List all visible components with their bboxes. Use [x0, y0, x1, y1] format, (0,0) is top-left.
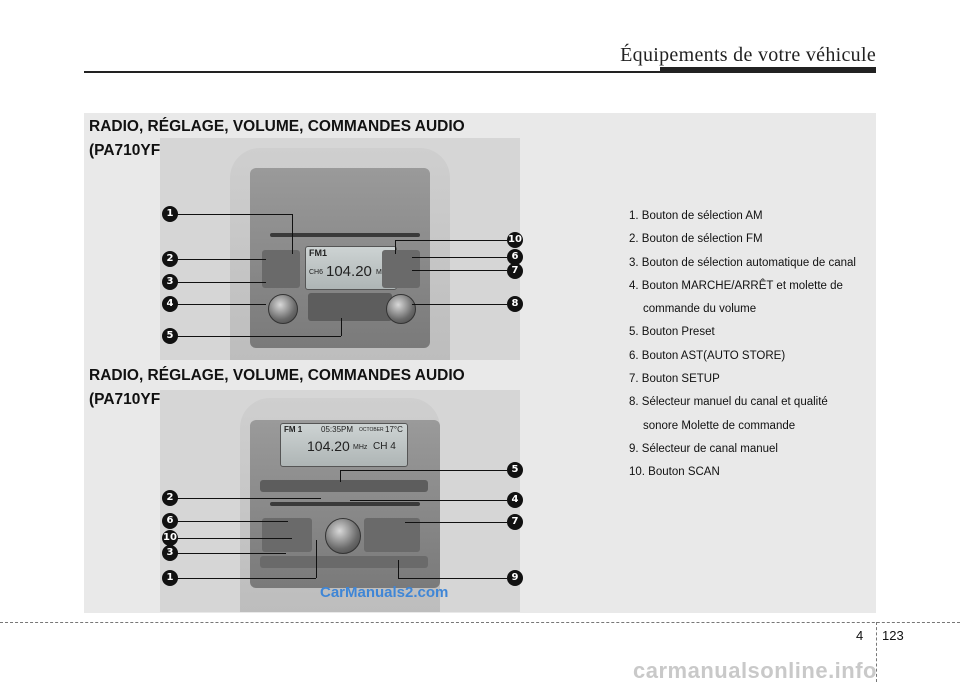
header-rule-accent: [660, 67, 876, 73]
list-item: 1. Bouton de sélection AM: [629, 210, 763, 222]
callout-badge-top-5: 5: [162, 328, 178, 344]
footer-rule: [0, 622, 960, 623]
cd-slot: [270, 233, 420, 237]
callout-badge-top-2: 2: [162, 251, 178, 267]
power-volume-knob: [325, 518, 361, 554]
callout-badge-bottom-3: 3: [162, 545, 178, 561]
list-item: 6. Bouton AST(AUTO STORE): [629, 349, 786, 362]
display-band: FM1: [309, 248, 327, 258]
callout-badge-bottom-9: 9: [507, 570, 523, 586]
preset-button-row: [308, 293, 392, 321]
callout-badge-bottom-2: 2: [162, 490, 178, 506]
page-separator: [876, 622, 877, 682]
callout-badge-top-6: 6: [507, 249, 523, 265]
callout-badge-top-4: 4: [162, 296, 178, 312]
cd-slot: [270, 502, 420, 506]
callout-badge-top-7: 7: [507, 263, 523, 279]
list-item: 5. Bouton Preset: [629, 326, 715, 339]
chapter-number: 4: [856, 628, 864, 643]
list-item-continuation: commande du volume: [643, 303, 757, 316]
left-buttons: [262, 518, 312, 552]
page-number: 123: [882, 628, 904, 643]
list-item-continuation: sonore Molette de commande: [643, 419, 796, 432]
display-frequency: 104.20: [307, 438, 350, 454]
callout-badge-top-10: 10: [507, 232, 523, 248]
list-item: 10. Bouton SCAN: [629, 466, 720, 479]
audio-unit-photo-2: FM 1 05:35PM OCTOBER 17°C 104.20 MHz CH …: [160, 390, 520, 612]
header-rule: [84, 71, 876, 73]
callout-badge-top-1: 1: [162, 206, 178, 222]
callout-badge-bottom-6: 6: [162, 513, 178, 529]
callout-badge-top-3: 3: [162, 274, 178, 290]
tune-knob: [386, 294, 416, 324]
list-item: 4. Bouton MARCHE/ARRÊT et molette de: [629, 279, 843, 292]
volume-knob: [268, 294, 298, 324]
right-buttons: [382, 250, 420, 288]
section-title-2-line1: RADIO, RÉGLAGE, VOLUME, COMMANDES AUDIO: [89, 367, 465, 384]
site-watermark[interactable]: carmanualsonline.info: [633, 658, 877, 683]
list-item: 7. Bouton SETUP: [629, 373, 720, 386]
display-unit: MHz: [353, 444, 368, 451]
watermark-link[interactable]: CarManuals2.com: [320, 584, 449, 601]
section-title-1-line1: RADIO, RÉGLAGE, VOLUME, COMMANDES AUDIO: [89, 118, 465, 135]
list-item: 3. Bouton de sélection automatique de ca…: [629, 256, 856, 269]
radio-display: FM 1 05:35PM OCTOBER 17°C 104.20 MHz CH …: [280, 423, 408, 467]
list-item: 2. Bouton de sélection FM: [629, 233, 763, 246]
left-buttons: [262, 250, 300, 288]
right-buttons: [364, 518, 420, 552]
list-item: 9. Sélecteur de canal manuel: [629, 442, 778, 455]
display-time: 05:35PM: [321, 425, 354, 434]
seek-buttons: [260, 556, 428, 568]
display-month: OCTOBER: [359, 427, 384, 433]
callout-badge-top-8: 8: [507, 296, 523, 312]
header-title: Équipements de votre véhicule: [620, 44, 876, 66]
display-band: FM 1: [284, 425, 303, 434]
callout-badge-bottom-5: 5: [507, 462, 523, 478]
callout-badge-bottom-1: 1: [162, 570, 178, 586]
audio-unit-photo-1: FM1 CH6 104.20 MHz: [160, 138, 520, 360]
display-channel: CH 4: [373, 441, 396, 452]
display-frequency: 104.20: [326, 263, 372, 280]
callout-badge-bottom-4: 4: [507, 492, 523, 508]
display-channel: CH6: [309, 269, 324, 276]
preset-button-row: [260, 480, 428, 492]
callout-badge-bottom-10: 10: [162, 530, 178, 546]
list-item: 8. Sélecteur manuel du canal et qualité: [629, 396, 828, 409]
display-temp: 17°C: [385, 425, 403, 434]
callout-badge-bottom-7: 7: [507, 514, 523, 530]
button-description-list: 1. Bouton de sélection AM 2. Bouton de s…: [629, 205, 856, 485]
